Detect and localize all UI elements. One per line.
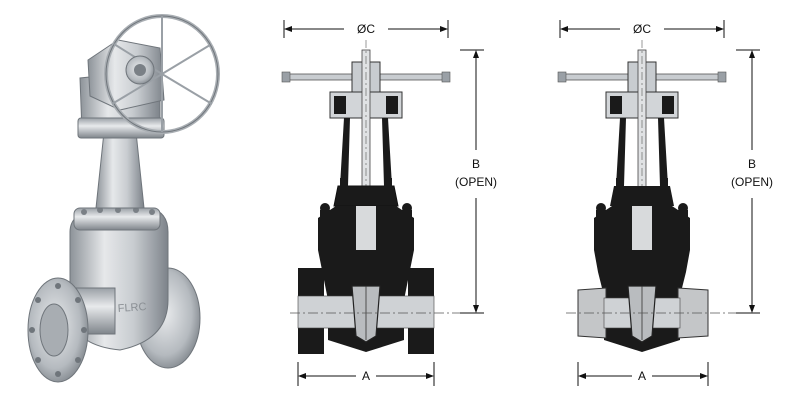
dim-a-label: A [362,369,370,383]
dim-b-note: (OPEN) [455,175,497,189]
bonnet-studs [320,203,412,226]
dim-b-label: B [748,157,756,171]
section-view-weld: ØC [557,20,773,386]
gland [333,185,399,207]
dim-a-flanged: A [297,362,435,386]
dim-b-note: (OPEN) [731,175,773,189]
product-logo: FLRC [117,301,147,315]
dim-c-weld: ØC [559,20,725,38]
bonnet-studs [596,203,688,226]
bonnet [95,131,145,209]
dim-c-label: ØC [357,22,375,36]
valve-3d-render: FLRC [27,14,220,383]
section-view-flanged: ØC [281,20,497,386]
dim-a-label: A [638,369,646,383]
handwheel [104,14,220,134]
dim-b-flanged: B (OPEN) [455,49,497,314]
flange-left-bolts [29,283,87,377]
yoke-plate [77,117,165,139]
dim-b-label: B [472,157,480,171]
gland [610,186,674,206]
dim-c-flanged: ØC [283,20,449,38]
dim-a-weld: A [577,362,709,386]
flange-left-bore [39,303,69,357]
dim-b-weld: B (OPEN) [731,49,773,314]
dim-c-label: ØC [633,22,651,36]
gland-bolts [616,178,668,188]
gland-bolts [340,178,392,188]
